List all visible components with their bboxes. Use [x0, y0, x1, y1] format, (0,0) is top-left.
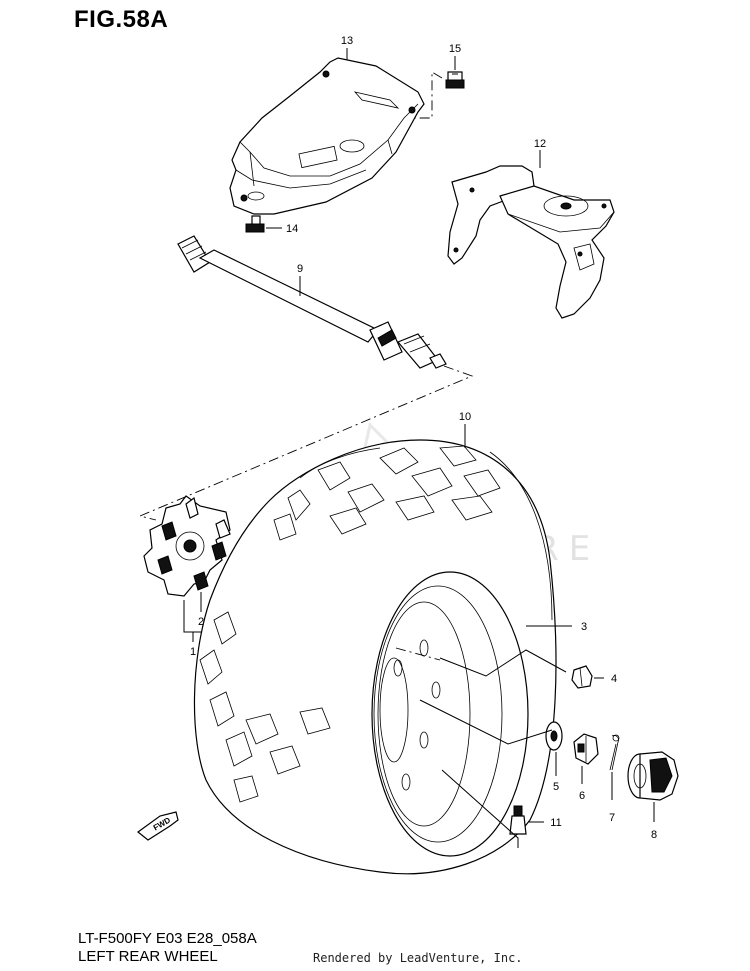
callout-4: 4 [611, 673, 617, 685]
model-code: LT-F500FY E03 E28_058A [78, 930, 257, 947]
callout-13: 13 [341, 35, 353, 47]
bolt-15[interactable] [445, 71, 465, 89]
hub-bolt-2[interactable] [157, 521, 227, 591]
callout-11: 11 [550, 817, 561, 829]
hub-cap-8[interactable] [627, 751, 679, 801]
callout-8: 8 [651, 829, 657, 841]
callout-10: 10 [459, 411, 471, 423]
callout-7: 7 [609, 812, 615, 824]
callout-6: 6 [579, 790, 585, 802]
callout-14: 14 [286, 223, 298, 235]
section-name: LEFT REAR WHEEL [78, 948, 218, 965]
callout-3: 3 [581, 621, 587, 633]
fwd-arrow-icon: FWD [137, 811, 179, 841]
callout-9: 9 [297, 263, 303, 275]
castle-nut-6[interactable] [573, 733, 599, 765]
valve-stem-11[interactable] [509, 805, 527, 835]
skid-plate-13[interactable] [229, 57, 425, 215]
washer-5[interactable] [545, 721, 563, 751]
callout-15: 15 [449, 43, 461, 55]
wheel-nut-4[interactable] [571, 665, 593, 689]
callout-5: 5 [553, 781, 559, 793]
bolt-14[interactable] [245, 215, 265, 233]
callout-2: 2 [198, 616, 204, 628]
bracket-12[interactable] [447, 165, 615, 319]
callout-12: 12 [534, 138, 546, 150]
drive-shaft-9[interactable] [177, 235, 447, 369]
cotter-pin-7[interactable] [609, 734, 620, 771]
credit-text: Rendered by LeadVenture, Inc. [313, 951, 523, 965]
wheel-rim-3[interactable] [371, 571, 529, 857]
callout-1: 1 [190, 646, 196, 658]
figure-title: FIG.58A [74, 6, 169, 33]
